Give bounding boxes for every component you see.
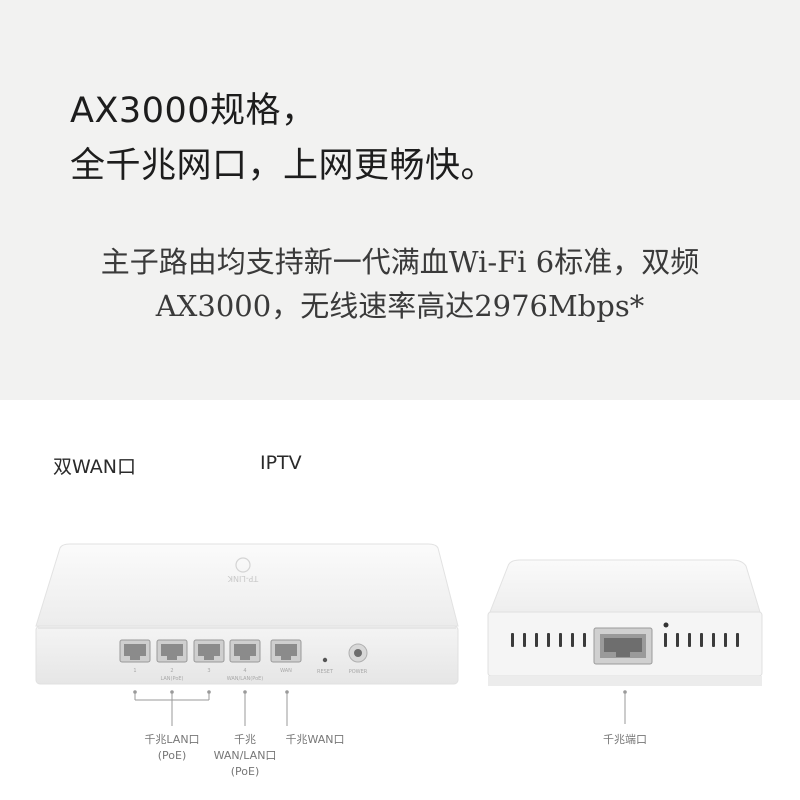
- port-number-2: 2: [170, 668, 173, 674]
- lan-caption-line-1: 千兆LAN口: [144, 733, 200, 746]
- wanlan-caption-line-3: (PoE): [230, 765, 260, 778]
- lan-group-label: LAN(PoE): [160, 676, 183, 682]
- lan-port-3: [193, 639, 225, 663]
- subtitle-line-1: 主子路由均支持新一代满血Wi-Fi 6标准，双频: [100, 245, 700, 279]
- reset-label: RESET: [317, 669, 334, 675]
- main-router-callouts: [133, 690, 289, 726]
- sub-router-port: [593, 627, 653, 665]
- lan-caption-line-2: (PoE): [157, 749, 187, 762]
- subtitle-line-2: AX3000，无线速率高达2976Mbps*: [155, 289, 645, 323]
- main-router-logo-icon: [235, 557, 251, 573]
- hero-banner: [0, 0, 800, 400]
- subtitle: 主子路由均支持新一代满血Wi-Fi 6标准，双频 AX3000，无线速率高达29…: [0, 240, 800, 328]
- headline-line-2: 全千兆网口，上网更畅快。: [70, 146, 497, 186]
- wanlan-caption-line-1: 千兆: [234, 733, 256, 746]
- port-number-1: 1: [133, 668, 136, 674]
- sub-router: [487, 559, 763, 686]
- wan-port: [270, 639, 302, 663]
- wanlan-port-caption: 千兆 WAN/LAN口 (PoE): [205, 732, 285, 780]
- main-router-brand: TP-LINK: [227, 574, 259, 583]
- sub-router-vents-left: [511, 633, 586, 647]
- sub-router-vents-right: [664, 633, 739, 647]
- port-number-3: 3: [207, 668, 210, 674]
- lan-port-2: [156, 639, 188, 663]
- wan-port-caption: 千兆WAN口: [285, 733, 345, 746]
- wanlan-group-label: WAN/LAN(PoE): [227, 676, 264, 682]
- lan-port-caption: 千兆LAN口 (PoE): [140, 732, 204, 764]
- lan-port-1: [119, 639, 151, 663]
- reset-button: [322, 657, 328, 663]
- dual-wan-label: 双WAN口: [53, 456, 136, 478]
- headline-line-1: AX3000规格，: [70, 91, 317, 131]
- port-number-wan: WAN: [280, 668, 292, 674]
- sub-router-top: [489, 559, 761, 613]
- wan-lan-port-4: [229, 639, 261, 663]
- main-router-top: [35, 543, 459, 627]
- sub-port-caption: 千兆端口: [603, 733, 647, 746]
- iptv-label: IPTV: [260, 452, 302, 474]
- sub-router-callout: [623, 690, 627, 724]
- port-number-4: 4: [243, 668, 246, 674]
- headline: AX3000规格， 全千兆网口，上网更畅快。: [70, 84, 496, 194]
- sub-router-led: [663, 622, 669, 628]
- main-router: TP-LINK 1 2 3 4 WA: [35, 543, 459, 685]
- power-label: POWER: [349, 669, 368, 675]
- wanlan-caption-line-2: WAN/LAN口: [213, 749, 277, 762]
